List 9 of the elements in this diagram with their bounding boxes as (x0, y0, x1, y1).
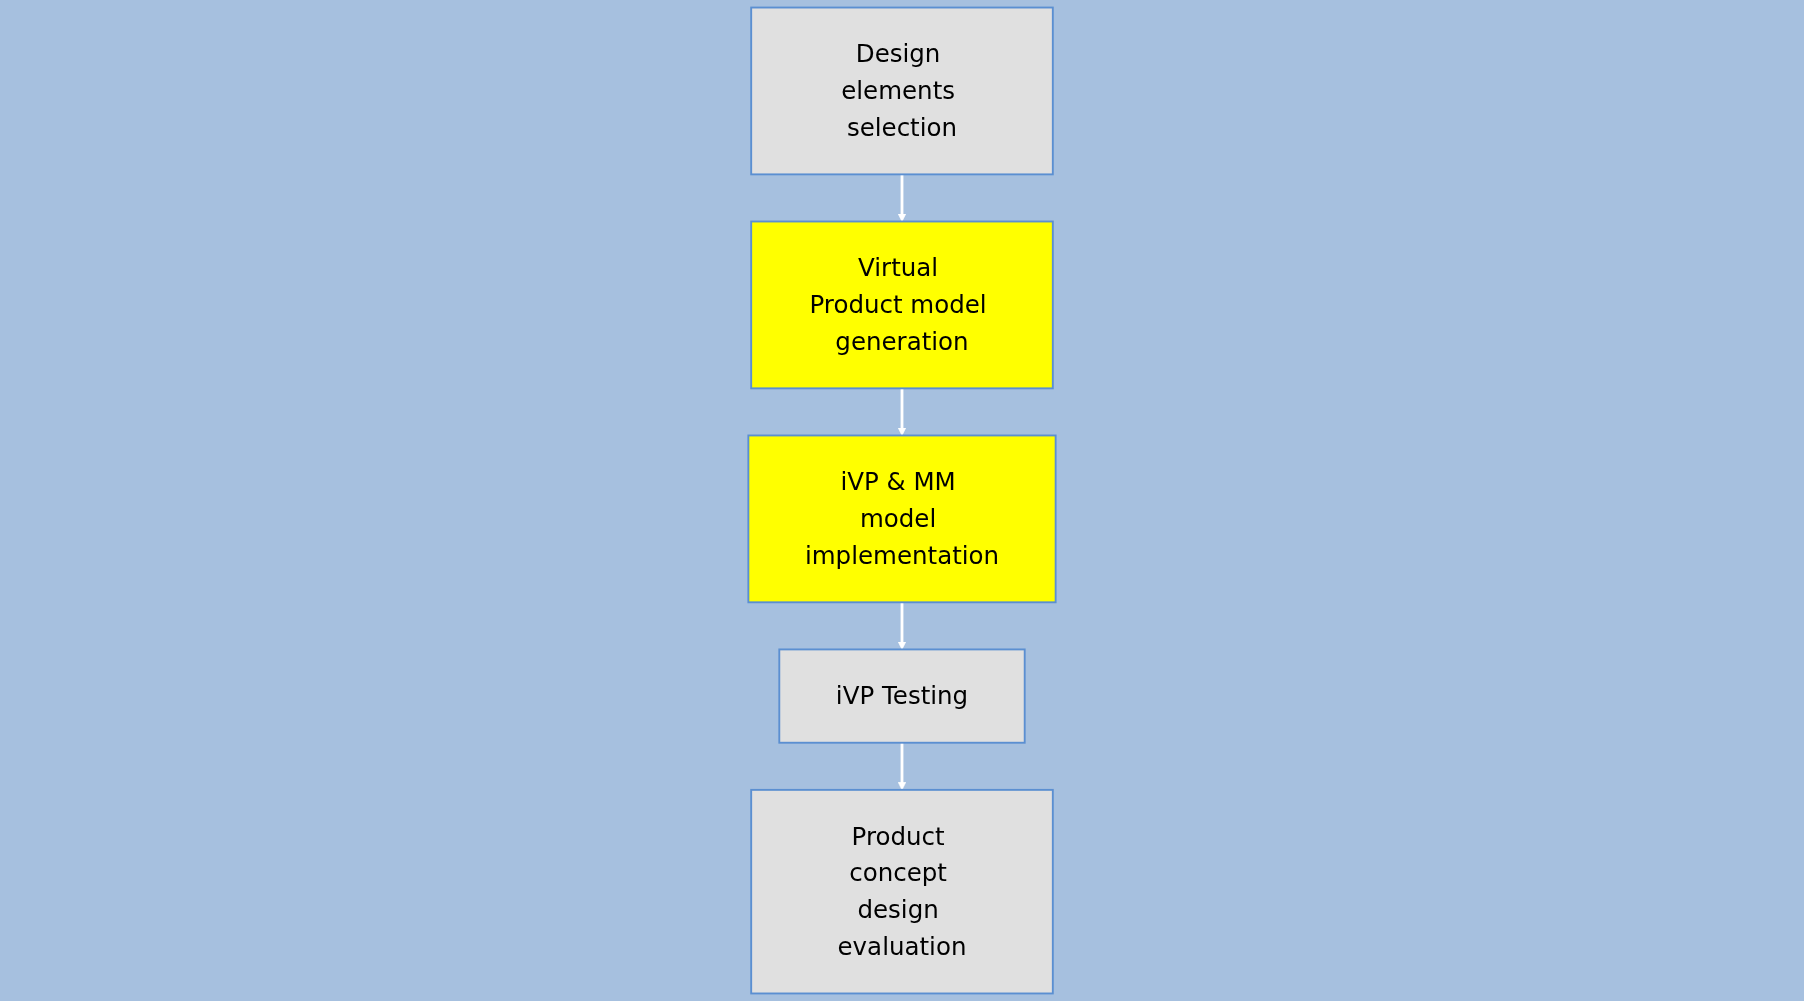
node-box: iVP & MM model implementation (747, 434, 1057, 604)
arrow (897, 174, 907, 222)
node-box: Design elements selection (750, 6, 1054, 176)
arrow (897, 388, 907, 436)
node-box: Virtual Product model generation (750, 220, 1054, 390)
arrow (897, 602, 907, 650)
node-box: iVP Testing (778, 648, 1026, 744)
node-box: Product concept design evaluation (750, 788, 1054, 995)
arrow (897, 742, 907, 791)
